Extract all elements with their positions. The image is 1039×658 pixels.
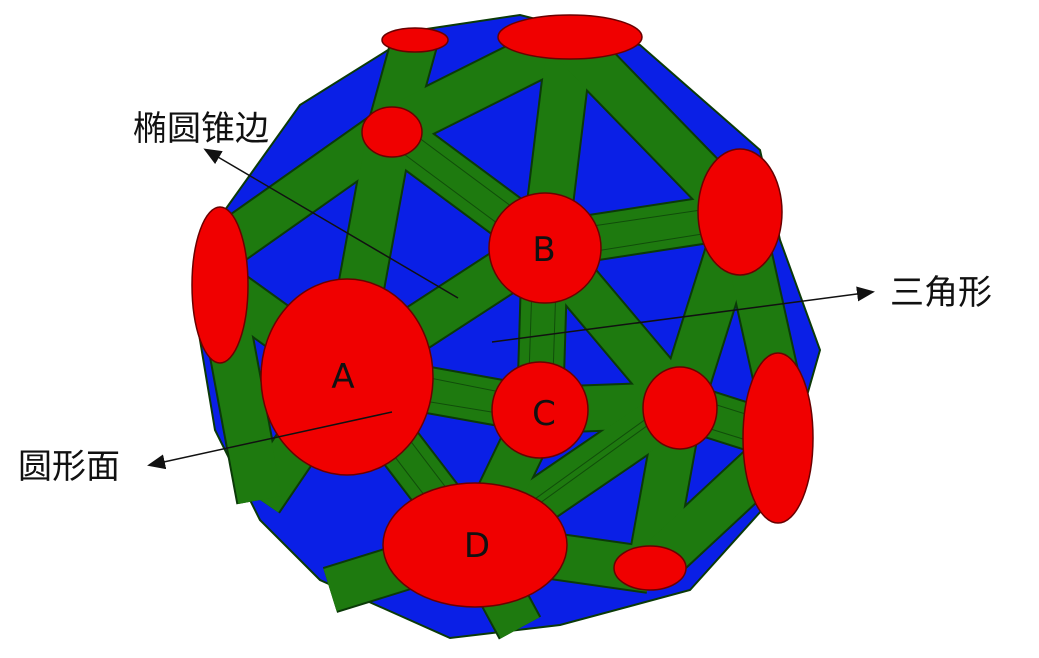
label-circular-face: 圆形面: [18, 447, 120, 487]
circle-face-right: [742, 352, 814, 524]
arrow-ellipse-cone-edge: [203, 148, 459, 299]
circle-label-b: B: [532, 230, 555, 270]
label-ellipse-cone-edge: 椭圆锥边: [133, 109, 269, 149]
circle-face-d: [382, 482, 568, 608]
circle-face-left: [191, 206, 249, 364]
circle-label-a: A: [331, 357, 354, 397]
circle-face-top: [497, 14, 643, 60]
circle-face-b: [488, 192, 602, 304]
circle-face-bottom-right: [613, 545, 687, 591]
arrow-circular-face: [147, 411, 393, 470]
circle-face-right-upper: [697, 148, 783, 276]
arrow-triangle: [491, 286, 875, 343]
circle-label-d: D: [464, 526, 490, 566]
label-triangle: 三角形: [890, 273, 992, 313]
circle-face-c: [491, 361, 589, 459]
circle-face-mid-right: [642, 366, 718, 450]
circle-face-upper-left: [361, 106, 423, 158]
circular-faces: [191, 14, 814, 608]
circle-face-a: [260, 278, 434, 476]
circle-label-c: C: [532, 394, 556, 434]
circle-face-top-left: [381, 27, 449, 53]
